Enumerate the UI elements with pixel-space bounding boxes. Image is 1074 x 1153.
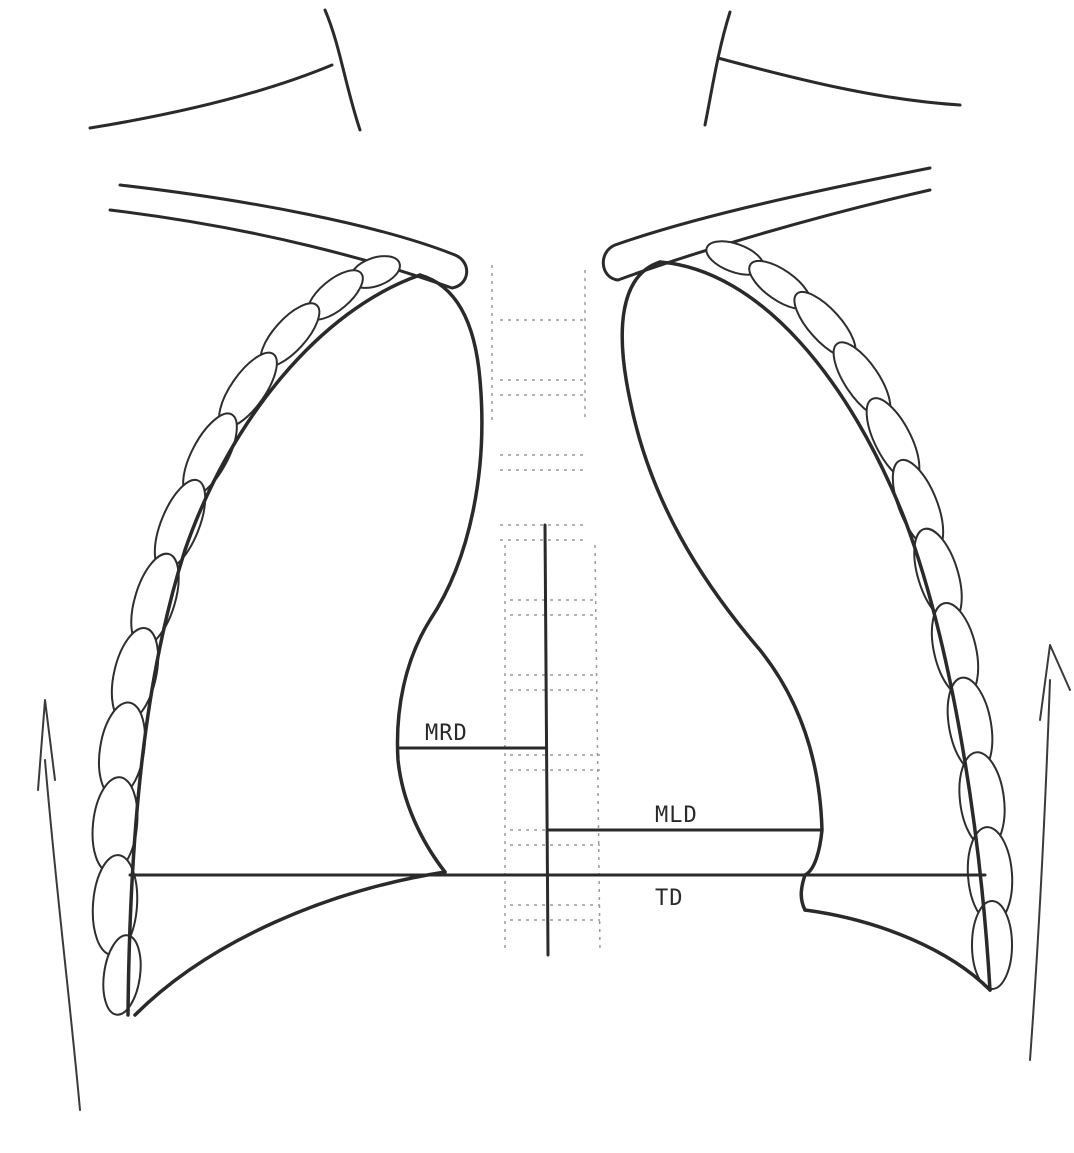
left-diaphragm bbox=[135, 872, 445, 1015]
left-ribs bbox=[88, 250, 404, 1017]
right-arm-line bbox=[1030, 680, 1050, 1060]
neck-right-line bbox=[705, 12, 730, 125]
midline bbox=[545, 525, 548, 955]
neck bbox=[325, 10, 730, 130]
mrd-label: MRD bbox=[425, 721, 468, 746]
left-arm-line bbox=[45, 760, 80, 1110]
left-clavicle bbox=[110, 185, 467, 288]
shoulders bbox=[90, 58, 960, 128]
td-label: TD bbox=[655, 886, 684, 911]
neck-left-line bbox=[325, 10, 360, 130]
mld-label: MLD bbox=[655, 803, 698, 828]
left-shoulder-line bbox=[90, 65, 332, 128]
right-lung-outline bbox=[128, 275, 482, 1015]
clavicles bbox=[110, 168, 930, 288]
side-arrows bbox=[38, 645, 1070, 1110]
right-shoulder-line bbox=[718, 58, 960, 105]
left-lateral-wall bbox=[128, 275, 420, 1015]
right-medial-border bbox=[622, 262, 822, 910]
right-diaphragm bbox=[805, 910, 990, 990]
left-medial-border bbox=[397, 275, 481, 872]
measurements bbox=[130, 525, 985, 955]
right-arrow-head bbox=[1040, 645, 1070, 720]
